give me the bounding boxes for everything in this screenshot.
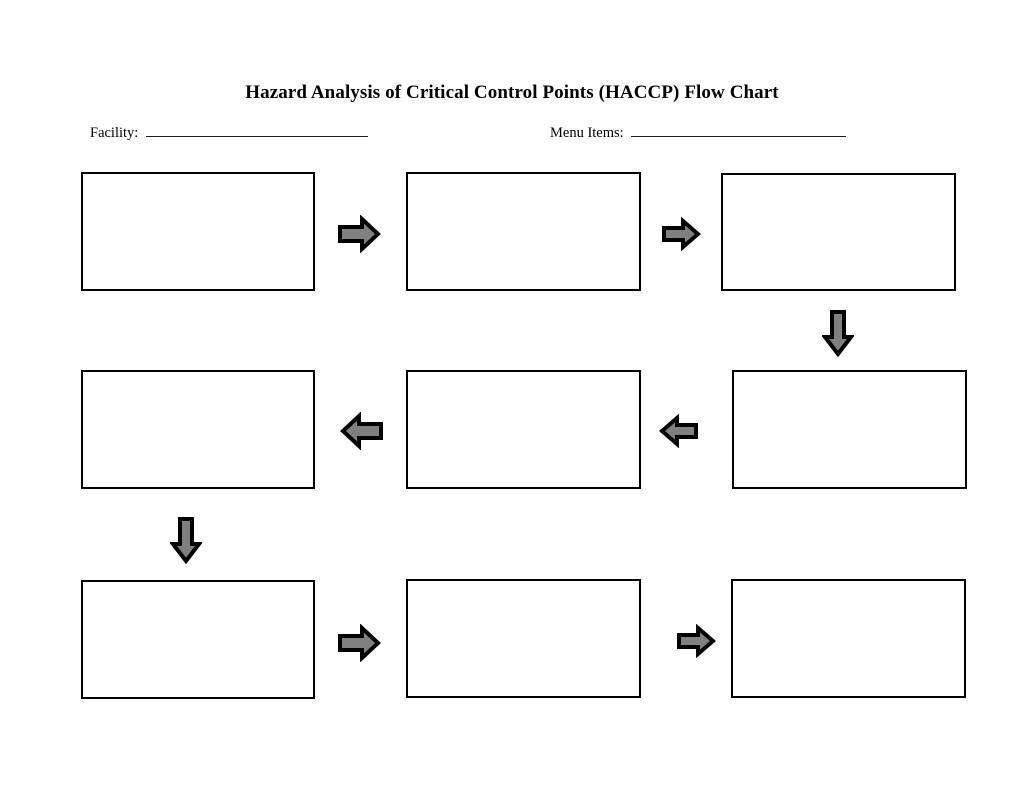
arrow-down-icon (170, 516, 202, 564)
process-box-9[interactable] (731, 579, 966, 698)
arrow-down-icon (822, 309, 854, 357)
arrow-left-icon (659, 414, 699, 448)
process-box-7[interactable] (81, 580, 315, 699)
process-box-2[interactable] (406, 172, 641, 291)
process-box-4[interactable] (732, 370, 967, 489)
arrow-right-icon (337, 624, 381, 662)
process-box-8[interactable] (406, 579, 641, 698)
arrow-right-icon (661, 217, 701, 251)
menu-items-input[interactable] (631, 124, 847, 137)
process-box-3[interactable] (721, 173, 956, 291)
menu-items-field: Menu Items: (550, 124, 847, 142)
process-box-1[interactable] (81, 172, 315, 291)
facility-input[interactable] (145, 124, 368, 137)
facility-field: Facility: (90, 124, 368, 142)
arrow-left-icon (340, 412, 384, 450)
page-title: Hazard Analysis of Critical Control Poin… (245, 82, 779, 103)
arrow-right-icon (676, 624, 716, 658)
arrow-right-icon (337, 215, 381, 253)
process-box-5[interactable] (406, 370, 641, 489)
facility-label: Facility: (90, 125, 139, 141)
process-box-6[interactable] (81, 370, 315, 489)
menu-items-label: Menu Items: (550, 125, 624, 141)
